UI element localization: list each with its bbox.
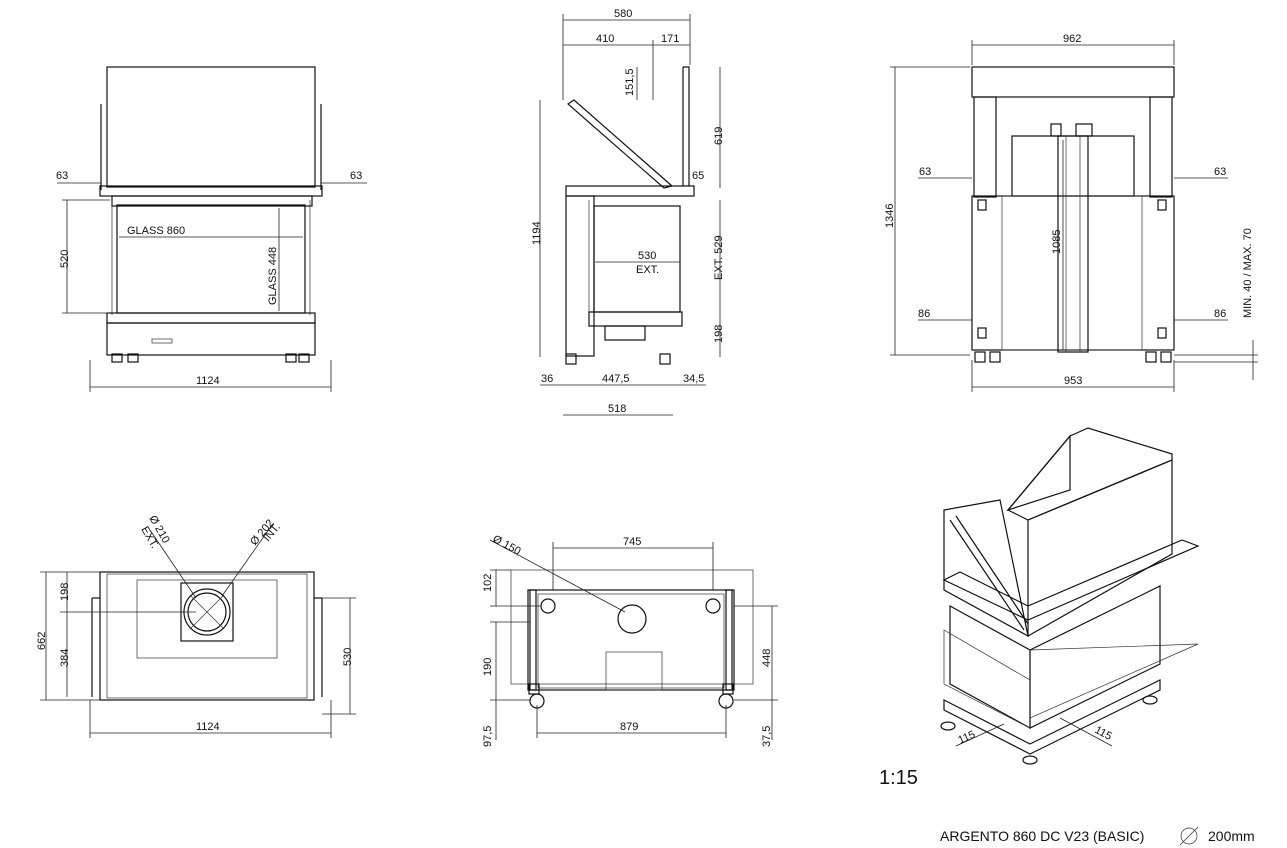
dim-36: 36 [541,373,553,385]
dim-171: 171 [661,33,679,45]
scale-label: 1:15 [879,767,918,789]
dim-745: 745 [623,536,641,548]
dim-518: 518 [608,403,626,415]
dim-37-5: 37,5 [761,726,773,747]
dim-198-side: 198 [713,325,725,343]
dim-1085: 1085 [1051,230,1063,254]
front-view: 63 63 520 GLASS 860 GLASS 448 1124 [56,66,367,392]
dim-63-right: 63 [350,170,362,182]
dim-63-rear-left: 63 [919,166,931,178]
dim-447-5: 447,5 [602,373,630,385]
dim-115-right: 115 [1093,724,1114,743]
dim-1194: 1194 [531,221,543,245]
dim-530-top: 530 [342,648,354,666]
dim-520: 520 [59,250,71,268]
dim-65: 65 [692,170,704,182]
isometric-view: 115 115 [940,427,1200,765]
dim-86-left: 86 [918,308,930,320]
dim-190: 190 [482,658,494,676]
side-view: 580 410 171 151,5 619 65 1194 530 EXT. E… [531,8,725,416]
dim-1346: 1346 [884,204,896,228]
dim-min-max: MIN. 40 / MAX. 70 [1242,228,1254,318]
dim-662: 662 [36,632,48,650]
dim-102: 102 [482,574,494,592]
glass-width-label: GLASS 860 [127,225,185,237]
dim-410: 410 [596,33,614,45]
dim-530-ext: 530 [638,250,656,262]
diameter-icon [1180,827,1198,845]
dim-1124-front: 1124 [196,375,220,387]
dim-580: 580 [614,8,632,20]
dim-619: 619 [713,127,725,145]
dim-198-top: 198 [59,583,71,601]
dim-448-bottom: 448 [761,649,773,667]
dim-1124-top: 1124 [196,721,220,733]
dim-115-left: 115 [956,729,977,747]
dim-97-5: 97,5 [482,726,494,747]
glass-height-label: GLASS 448 [267,247,279,305]
dim-34-5: 34,5 [683,373,704,385]
dim-ext-529: EXT. 529 [713,235,725,280]
model-title: ARGENTO 860 DC V23 (BASIC) [940,828,1144,844]
dim-63-rear-right: 63 [1214,166,1226,178]
dim-63-left: 63 [56,170,68,182]
top-view: Ø 210 EXT. Ø 202 INT. 198 662 384 530 11… [36,514,356,738]
dim-384: 384 [59,649,71,667]
dim-ext-label: EXT. [636,264,659,276]
rear-view: 962 1346 1085 63 63 86 86 MIN. 40 / MAX.… [884,33,1258,392]
dim-953: 953 [1064,375,1082,387]
dim-86-right: 86 [1214,308,1226,320]
dim-d150: Ø 150 [491,533,523,558]
diameter-value: 200mm [1208,828,1255,844]
bottom-view: Ø 150 745 102 190 448 97,5 879 37,5 [482,533,778,747]
dim-879: 879 [620,721,638,733]
dim-151-5: 151,5 [624,68,636,96]
dim-962: 962 [1063,33,1081,45]
